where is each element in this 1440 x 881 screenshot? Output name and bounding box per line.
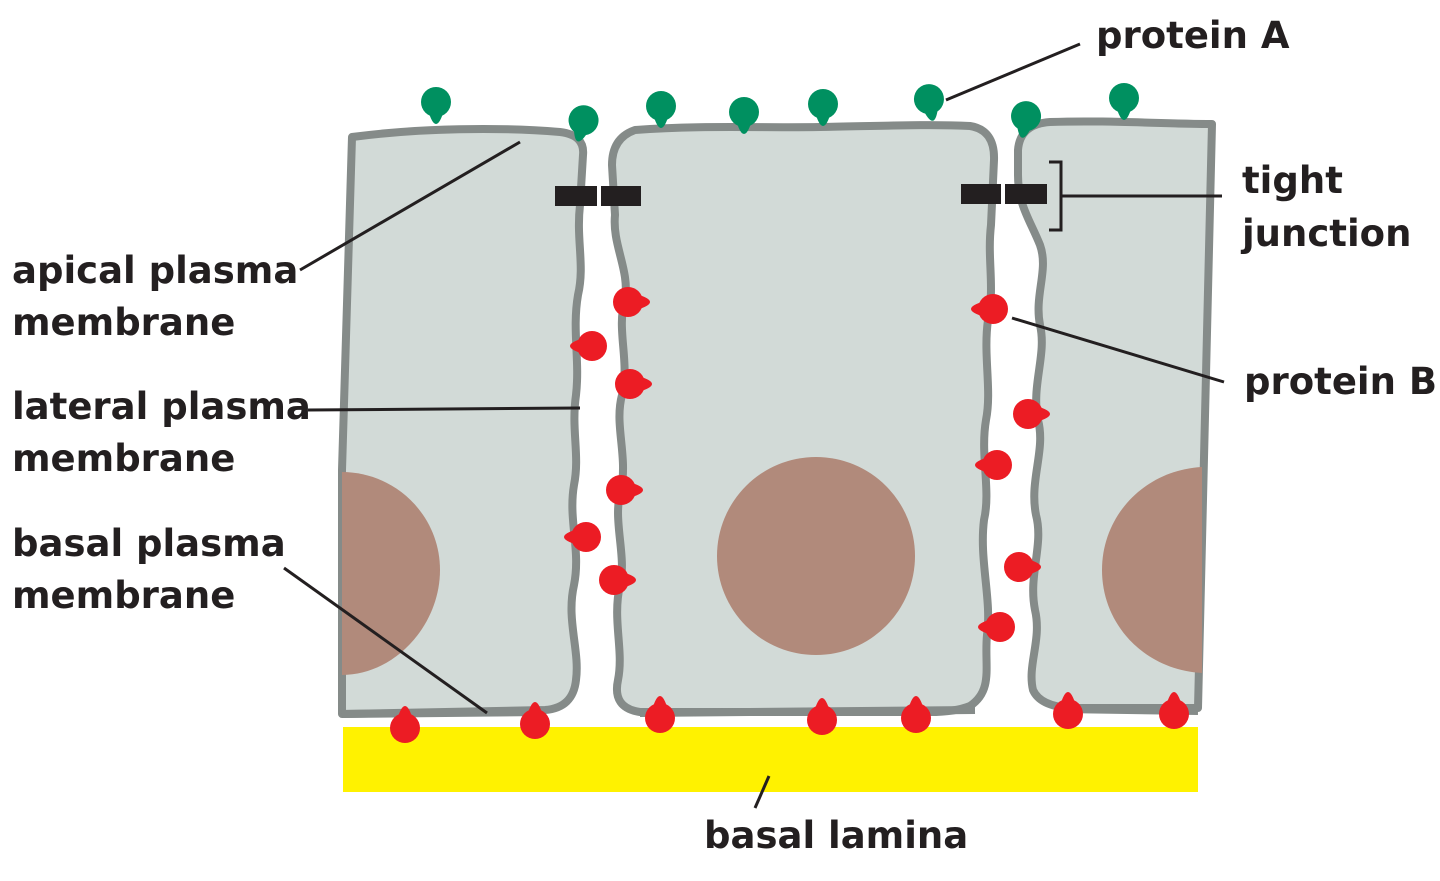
protein-b-marker	[971, 294, 1008, 324]
protein-b-markers	[390, 287, 1189, 743]
right-cell	[1014, 117, 1216, 712]
protein-b-marker	[975, 450, 1012, 480]
apical-membrane-label-line1: apical plasma	[12, 249, 298, 292]
protein-a-marker	[421, 87, 451, 124]
protein-b-marker	[901, 696, 931, 733]
lateral-membrane-label-line1: lateral plasma	[12, 385, 311, 428]
right-cell-nucleus	[1102, 467, 1202, 673]
leader-lines	[283, 42, 1225, 809]
protein-a-marker	[729, 97, 759, 134]
protein-a-marker	[808, 89, 838, 126]
protein-b-marker	[606, 475, 643, 505]
protein-b-marker	[570, 331, 607, 361]
tight-junction-bracket	[1049, 160, 1222, 232]
protein-a-label: protein A	[1096, 14, 1290, 57]
protein-b-marker	[1004, 552, 1041, 582]
protein-b-marker	[978, 612, 1015, 642]
protein-b-marker	[645, 696, 675, 733]
protein-a-marker	[1109, 83, 1139, 120]
basal-membrane-label-line2: membrane	[12, 574, 235, 617]
tight-junction-label-line1: tight	[1242, 159, 1343, 202]
apical-membrane-label-line2: membrane	[12, 301, 235, 344]
tight-junction-left	[555, 186, 641, 206]
tight-junction-label-line2: junction	[1240, 212, 1411, 255]
tight-junction-right	[961, 184, 1047, 204]
lateral-membrane-label-line2: membrane	[12, 437, 235, 480]
basal-lamina-leader	[753, 775, 771, 809]
protein-a-marker	[913, 84, 944, 121]
protein-b-marker	[390, 706, 420, 743]
basal-lamina-label: basal lamina	[704, 814, 968, 857]
lateral-leader	[307, 406, 581, 412]
protein-a-leader	[945, 42, 1081, 102]
protein-a-marker	[646, 91, 676, 128]
basal-lamina	[343, 727, 1198, 792]
protein-b-marker	[599, 565, 636, 595]
middle-cell-nucleus	[717, 457, 915, 655]
protein-b-label: protein B	[1244, 360, 1437, 403]
protein-b-marker	[1053, 692, 1083, 729]
left-cell	[338, 125, 588, 718]
protein-b-leader	[1011, 316, 1225, 384]
protein-b-marker	[564, 522, 601, 552]
protein-a-markers	[421, 83, 1139, 142]
protein-a-marker	[568, 105, 599, 142]
middle-cell	[608, 121, 999, 716]
protein-b-marker	[1159, 692, 1189, 729]
protein-b-marker	[1013, 399, 1050, 429]
protein-b-marker	[615, 369, 652, 399]
basal-leader	[283, 566, 488, 715]
protein-a-marker	[1011, 101, 1042, 138]
protein-b-marker	[613, 287, 650, 317]
left-cell-nucleus	[342, 472, 440, 675]
basal-membrane-label-line1: basal plasma	[12, 522, 286, 565]
apical-leader	[299, 140, 521, 272]
protein-b-marker	[807, 698, 837, 735]
protein-b-marker	[520, 702, 550, 739]
